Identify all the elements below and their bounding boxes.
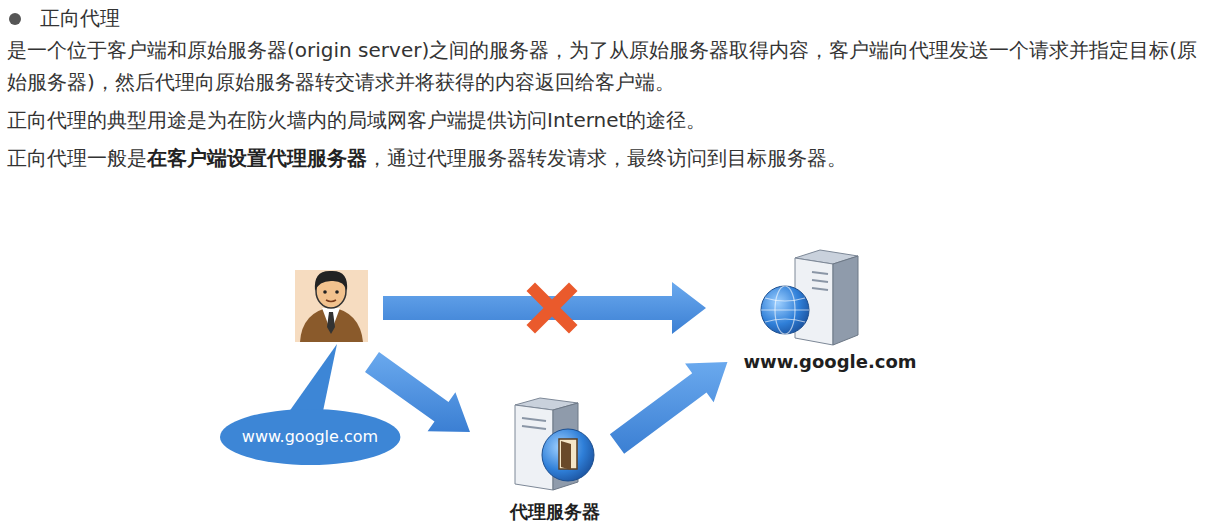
text-block: 是一个位于客户端和原始服务器(origin server)之间的服务器，为了从原…: [7, 34, 1217, 180]
body-text: ，通过代理服务器转发请求，最终访问到目标服务器。: [367, 146, 847, 170]
paragraph: 是一个位于客户端和原始服务器(origin server)之间的服务器，为了从原…: [7, 34, 1217, 98]
node-label: www.google.com: [242, 427, 378, 447]
node-label: www.google.com: [743, 351, 916, 373]
blocked-cross: [535, 291, 569, 325]
user-icon: [295, 270, 368, 342]
body-text: 正向代理的典型用途是为在防火墙内的局域网客户端提供访问Internet的途径。: [7, 108, 706, 132]
section-heading: 正向代理: [40, 5, 120, 31]
forward-arrow: [610, 362, 728, 454]
paragraph: 正向代理的典型用途是为在防火墙内的局域网客户端提供访问Internet的途径。: [7, 104, 1217, 136]
server-icon: [761, 250, 858, 345]
speech-bubble: www.google.com: [220, 409, 400, 465]
proxy-icon: [515, 398, 594, 490]
bullet-dot: [9, 13, 21, 25]
blocked-arrow: [383, 282, 706, 334]
web-server: www.google.com: [735, 245, 924, 375]
proxy-server: 代理服务器: [495, 390, 615, 525]
body-text: 是一个位于客户端和原始服务器(origin server)之间的服务器，为了从原…: [7, 38, 1197, 94]
paragraph: 正向代理一般是在客户端设置代理服务器，通过代理服务器转发请求，最终访问到目标服务…: [7, 142, 1217, 174]
emphasis-text: 在客户端设置代理服务器: [147, 146, 367, 170]
body-text: 正向代理一般是: [7, 146, 147, 170]
bubble-tail: [286, 344, 337, 416]
node-label: 代理服务器: [510, 501, 600, 523]
